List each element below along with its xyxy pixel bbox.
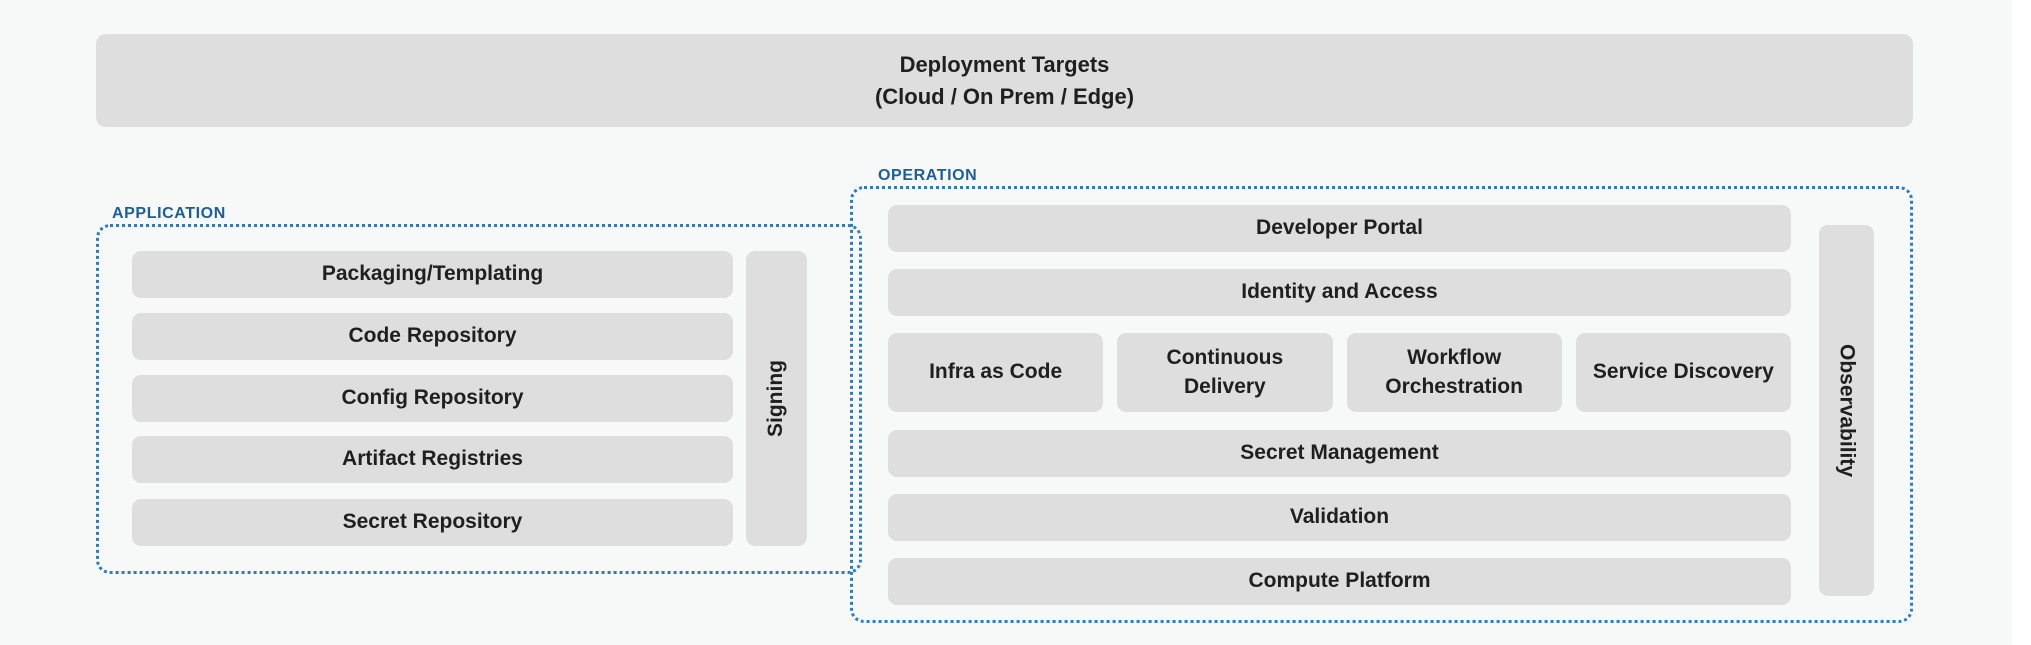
operation-item-service-discovery[interactable]: Service Discovery xyxy=(1575,333,1791,412)
application-item-packaging-templating[interactable]: Packaging/Templating xyxy=(132,251,733,298)
operation-item-infra-as-code[interactable]: Infra as Code xyxy=(888,333,1104,412)
operation-item-identity-and-access[interactable]: Identity and Access xyxy=(888,269,1791,316)
operation-item-workflow-orchestration[interactable]: Workflow Orchestration xyxy=(1346,333,1562,412)
operation-item-validation[interactable]: Validation xyxy=(888,494,1791,541)
deployment-targets-banner: Deployment Targets (Cloud / On Prem / Ed… xyxy=(96,34,1913,127)
signing-rail-label: Signing xyxy=(764,360,788,437)
application-item-config-repository[interactable]: Config Repository xyxy=(132,375,733,422)
operation-item-developer-portal[interactable]: Developer Portal xyxy=(888,205,1791,252)
observability-rail[interactable]: Observability xyxy=(1819,225,1874,596)
signing-rail[interactable]: Signing xyxy=(746,251,807,546)
application-group-label: APPLICATION xyxy=(112,205,226,222)
operation-item-continuous-delivery[interactable]: Continuous Delivery xyxy=(1117,333,1333,412)
application-item-artifact-registries[interactable]: Artifact Registries xyxy=(132,436,733,483)
observability-rail-label: Observability xyxy=(1835,343,1859,478)
application-group-border xyxy=(96,224,862,574)
deployment-targets-title: Deployment Targets xyxy=(899,51,1110,77)
application-item-secret-repository[interactable]: Secret Repository xyxy=(132,499,733,546)
application-item-code-repository[interactable]: Code Repository xyxy=(132,313,733,360)
operation-quad-row: Infra as Code Continuous Delivery Workfl… xyxy=(888,333,1791,412)
right-margin-strip xyxy=(2012,0,2031,645)
deployment-targets-subtitle: (Cloud / On Prem / Edge) xyxy=(874,83,1135,109)
operation-group-label: OPERATION xyxy=(878,167,978,184)
operation-group-border xyxy=(850,186,1913,623)
operation-item-compute-platform[interactable]: Compute Platform xyxy=(888,558,1791,605)
operation-item-secret-management[interactable]: Secret Management xyxy=(888,430,1791,477)
